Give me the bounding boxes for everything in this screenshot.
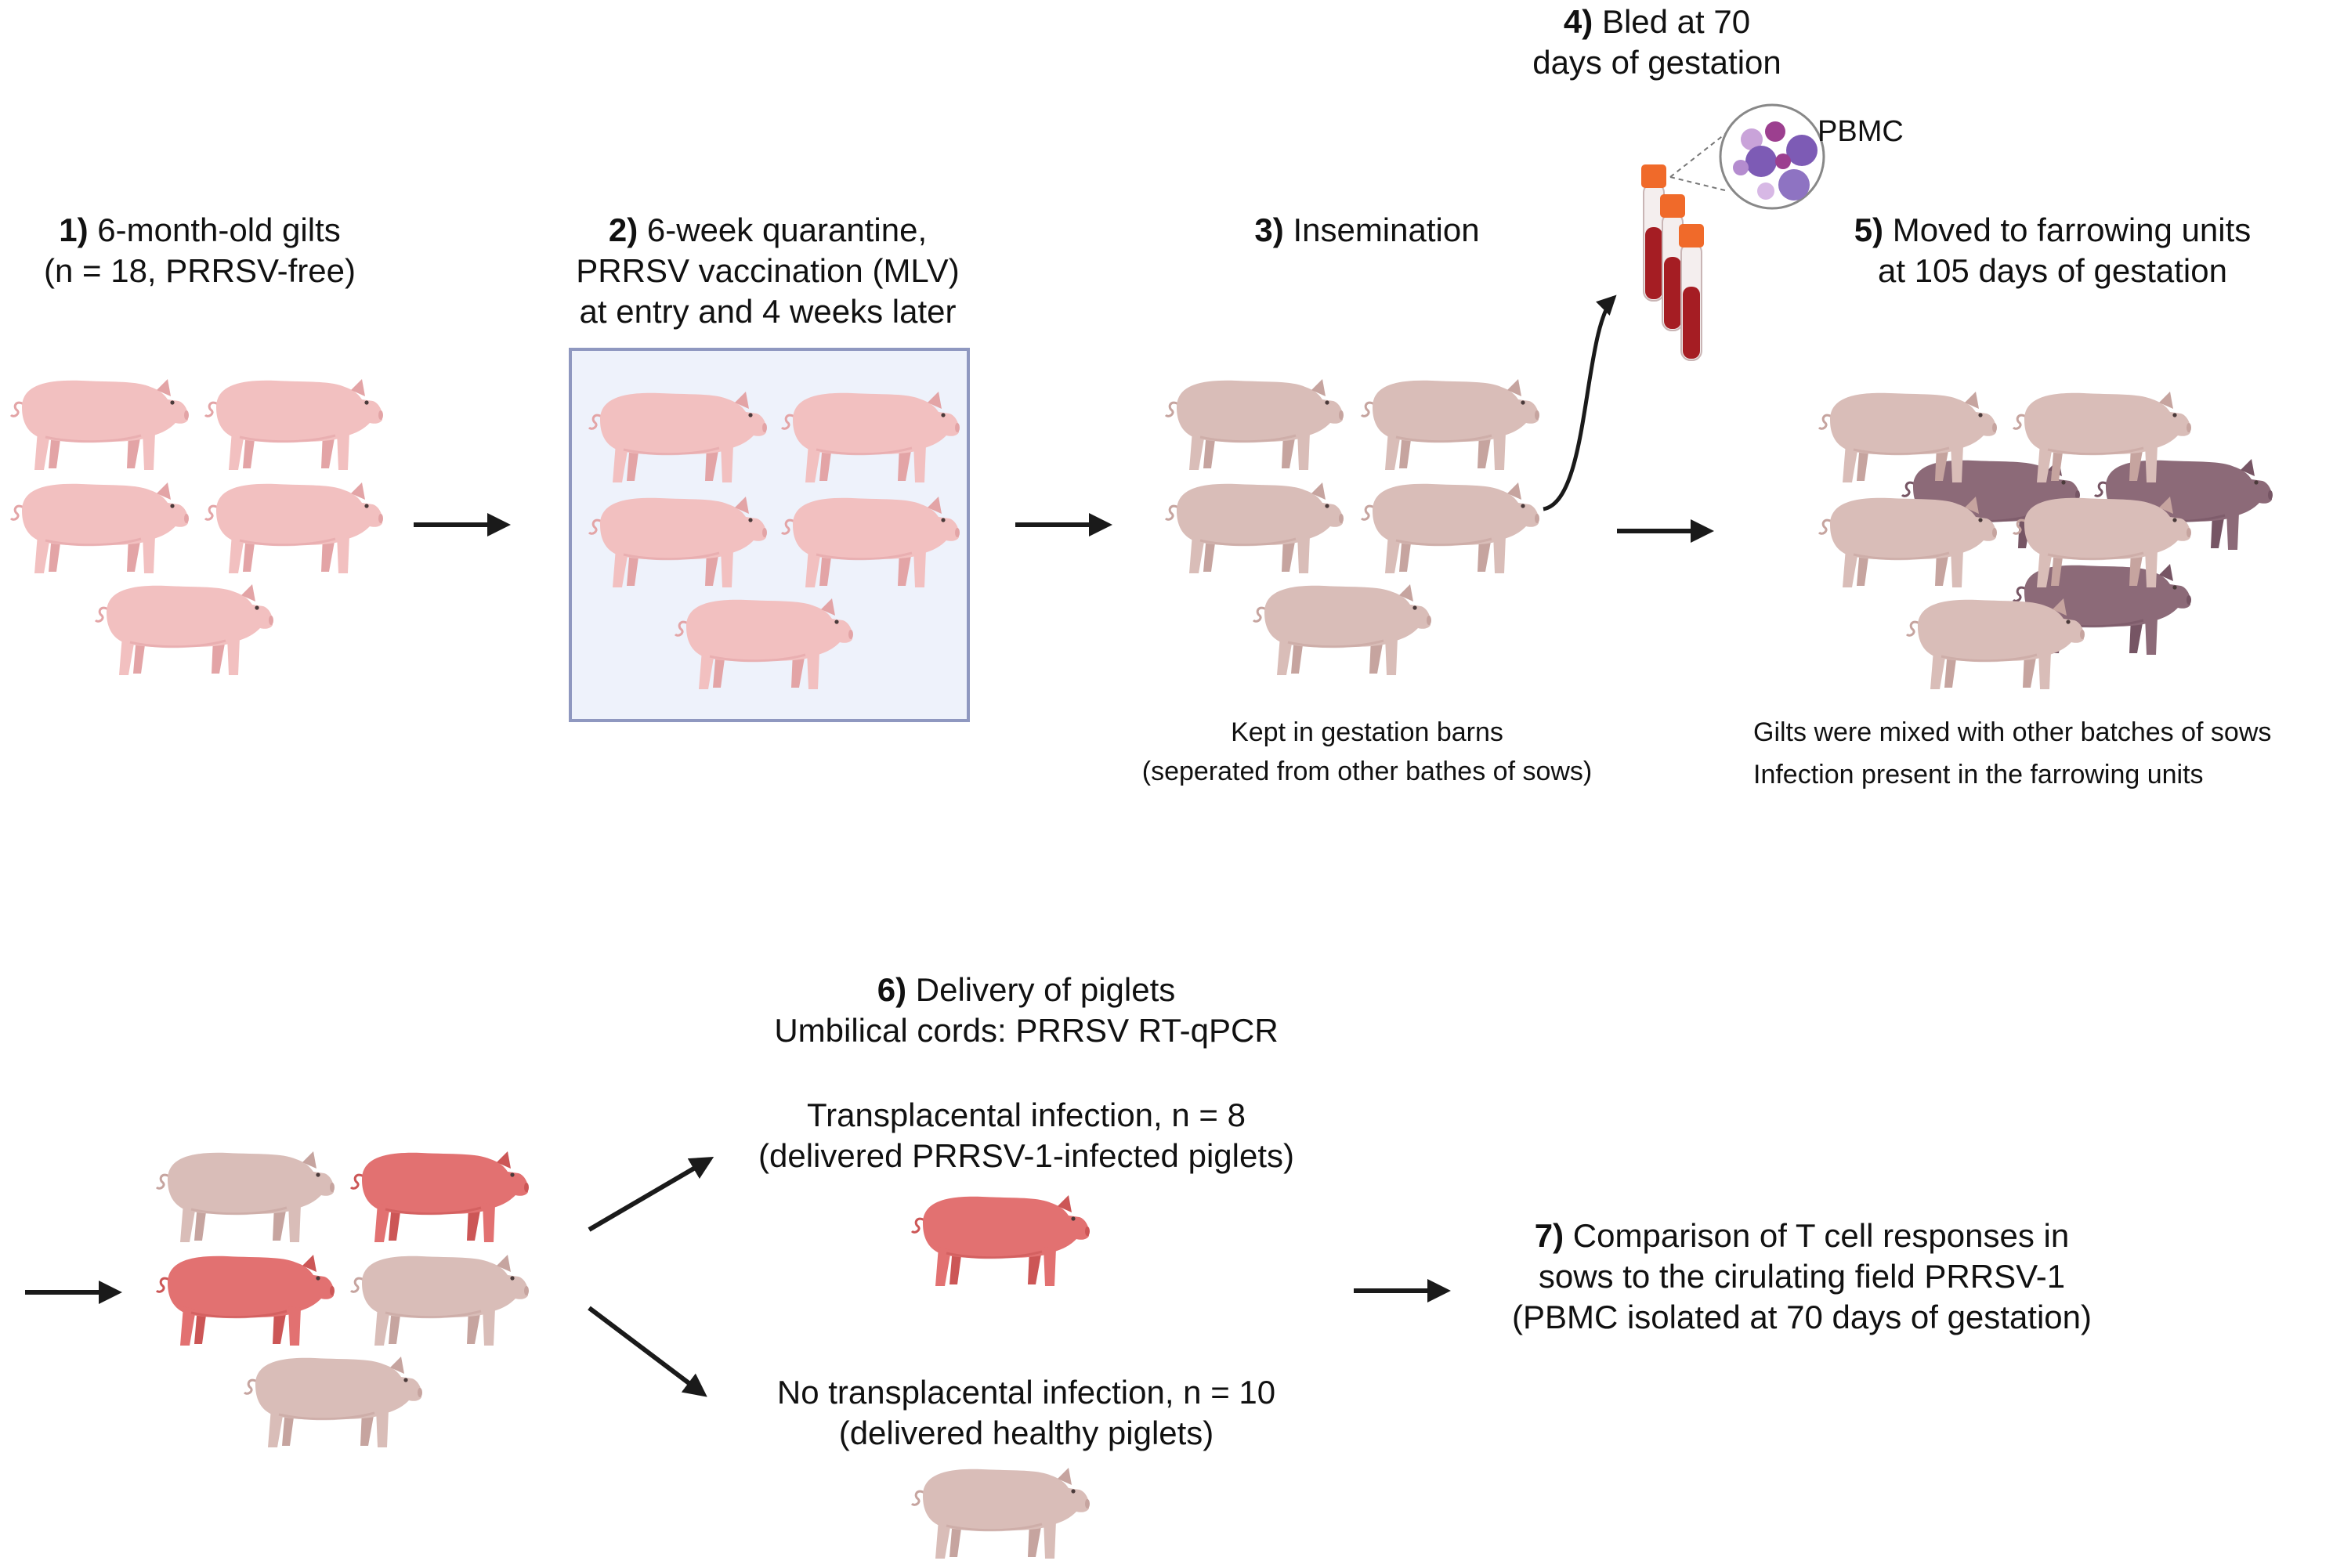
- farrowing-pig-gilt-5: [1905, 598, 2085, 689]
- arrow-to-bleeding: [1543, 294, 1617, 511]
- gilt-pig-2: [204, 379, 383, 470]
- pbmc-cell-8: [1733, 160, 1749, 175]
- pbmc-cell-5: [1775, 154, 1791, 169]
- sow-pig-1: [155, 1151, 335, 1242]
- step5-subtitle: at 105 days of gestation: [1878, 252, 2227, 289]
- quarantine-pig-4: [780, 497, 960, 587]
- infected-piglet: [910, 1195, 1090, 1286]
- farrowing-pig-gilt-1: [1818, 392, 1997, 482]
- sow-pig-3: [243, 1357, 422, 1447]
- gestation-pig-2: [1360, 379, 1539, 470]
- step5-note-line2: Infection present in the farrowing units: [1753, 760, 2204, 789]
- quarantine-pig-2: [780, 392, 960, 482]
- step6-title: Delivery of piglets: [915, 971, 1176, 1008]
- step4-subtitle: days of gestation: [1532, 44, 1781, 81]
- sow-pig-infected-1: [349, 1151, 529, 1242]
- step5-number: 5): [1854, 211, 1884, 248]
- step2-line2: PRRSV vaccination (MLV): [576, 252, 960, 289]
- farrowing-pig-gilt-2: [2012, 392, 2191, 482]
- step1-title: 6-month-old gilts: [97, 211, 341, 248]
- step3-number: 3): [1254, 211, 1284, 248]
- step2-label: 2) 6-week quarantine, PRRSV vaccination …: [548, 210, 987, 332]
- pbmc-cell-1: [1741, 128, 1763, 150]
- farrowing-pig-gilt-3: [1818, 497, 1997, 587]
- step3-note-line2: (seperated from other bathes of sows): [1141, 757, 1593, 786]
- step3-label: 3) Insemination: [1191, 210, 1543, 251]
- step2-line3: at entry and 4 weeks later: [579, 293, 957, 330]
- step7-number: 7): [1534, 1217, 1564, 1254]
- gilt-pig-4: [204, 482, 383, 573]
- pbmc-cell-6: [1778, 169, 1810, 201]
- gestation-pig-1: [1164, 379, 1344, 470]
- pbmc-cell-2: [1765, 121, 1785, 142]
- step1-subtitle: (n = 18, PRRSV-free): [44, 252, 356, 289]
- gilt-pig-5: [94, 584, 273, 675]
- gestation-pig-4: [1360, 482, 1539, 573]
- healthy-outcome-line1: No transplacental infection, n = 10: [776, 1374, 1276, 1411]
- gilt-pig-3: [9, 482, 189, 573]
- healthy-outcome-label: No transplacental infection, n = 10 (del…: [705, 1372, 1347, 1454]
- step3-title: Insemination: [1293, 211, 1480, 248]
- step5-note: Gilts were mixed with other batches of s…: [1753, 711, 2325, 796]
- healthy-outcome-line2: (delivered healthy piglets): [838, 1414, 1214, 1451]
- step4-number: 4): [1563, 3, 1593, 40]
- pbmc-zoom-line-top: [1669, 131, 1729, 178]
- pbmc-zoom-line-bottom: [1669, 176, 1729, 192]
- blood-tube-3: [1679, 224, 1704, 361]
- sow-pig-infected-2: [155, 1255, 335, 1346]
- step4-title: Bled at 70: [1601, 3, 1751, 40]
- step6-number: 6): [877, 971, 907, 1008]
- pbmc-cell-4: [1745, 146, 1777, 177]
- quarantine-pig-5: [674, 598, 853, 689]
- pbmc-cell-7: [1757, 182, 1774, 200]
- step5-note-line1: Gilts were mixed with other batches of s…: [1753, 717, 2272, 747]
- infected-outcome-label: Transplacental infection, n = 8 (deliver…: [705, 1095, 1347, 1176]
- step6-subtitle: Umbilical cords: PRRSV RT-qPCR: [774, 1012, 1279, 1049]
- pbmc-label: PBMC: [1818, 115, 1904, 148]
- step2-title: 6-week quarantine,: [646, 211, 928, 248]
- step7-line2: sows to the cirulating field PRRSV-1: [1538, 1258, 2066, 1295]
- step7-title: Comparison of T cell responses in: [1572, 1217, 2070, 1254]
- step3-note-line1: Kept in gestation barns: [1231, 717, 1503, 747]
- step5-label: 5) Moved to farrowing units at 105 days …: [1802, 210, 2303, 291]
- step6-label: 6) Delivery of piglets Umbilical cords: …: [721, 970, 1332, 1051]
- arrow-to-infected: [588, 1156, 714, 1232]
- blood-tube-1: [1641, 164, 1666, 302]
- arrow-to-healthy: [588, 1306, 707, 1397]
- pbmc-cell-3: [1786, 135, 1818, 166]
- healthy-piglet: [910, 1468, 1090, 1559]
- infected-outcome-line1: Transplacental infection, n = 8: [807, 1097, 1246, 1133]
- gilt-pig-1: [9, 379, 189, 470]
- step7-label: 7) Comparison of T cell responses in sow…: [1473, 1216, 2131, 1338]
- step1-number: 1): [59, 211, 89, 248]
- quarantine-pig-1: [588, 392, 767, 482]
- step2-number: 2): [608, 211, 638, 248]
- farrowing-pig-gilt-4: [2012, 497, 2191, 587]
- step5-title: Moved to farrowing units: [1892, 211, 2252, 248]
- gestation-pig-5: [1252, 584, 1431, 675]
- step1-label: 1) 6-month-old gilts (n = 18, PRRSV-free…: [16, 210, 384, 291]
- quarantine-pig-3: [588, 497, 767, 587]
- step3-note: Kept in gestation barns (seperated from …: [1081, 711, 1653, 793]
- step7-line3: (PBMC isolated at 70 days of gestation): [1511, 1299, 2092, 1335]
- infected-outcome-line2: (delivered PRRSV-1-infected piglets): [758, 1137, 1294, 1174]
- step4-label: 4) Bled at 70 days of gestation: [1473, 2, 1841, 83]
- gestation-pig-3: [1164, 482, 1344, 573]
- sow-pig-2: [349, 1255, 529, 1346]
